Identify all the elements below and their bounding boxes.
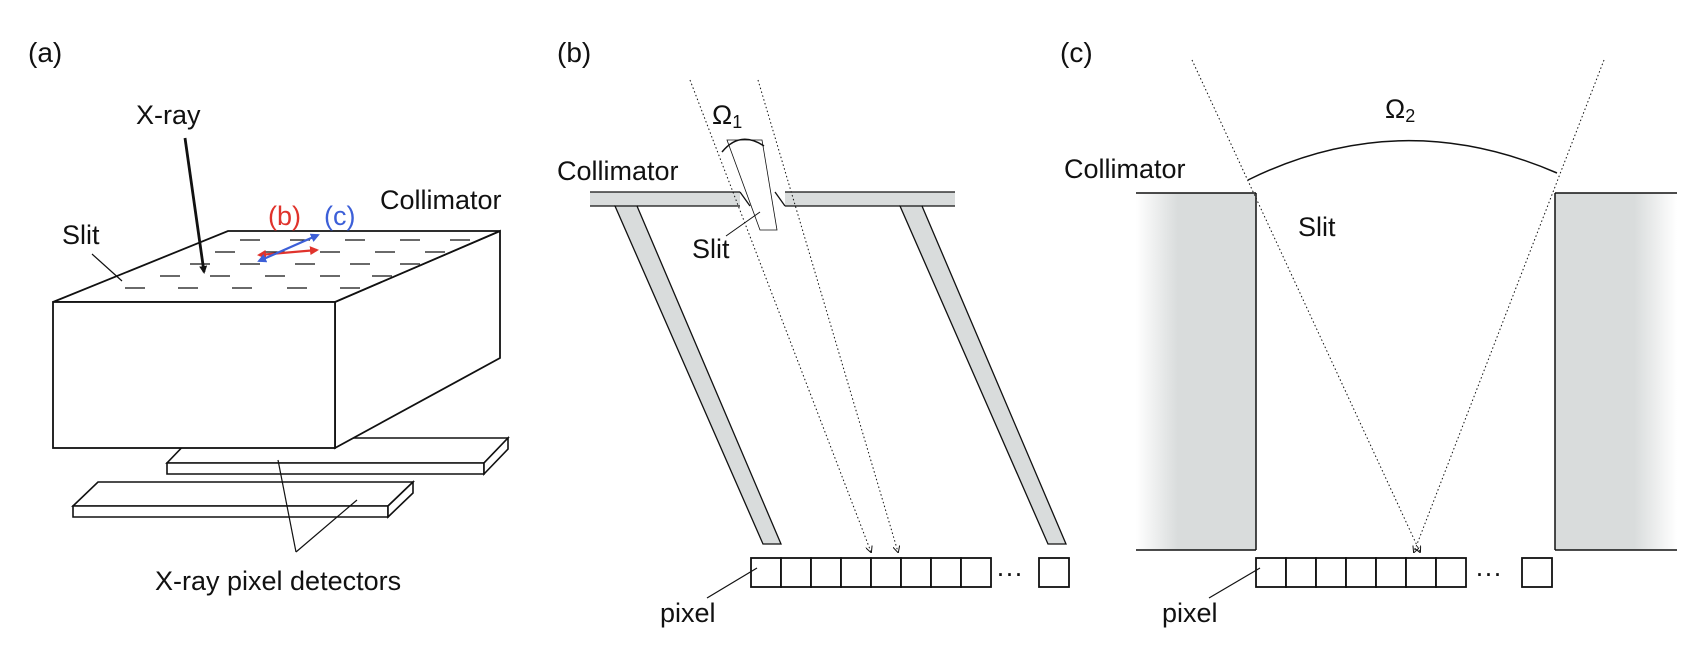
pixel-leader-c [1208, 567, 1261, 599]
pixel-cell [930, 557, 962, 588]
collimator-box [52, 229, 501, 450]
xray-arrow [183, 137, 208, 274]
omega-label-b: Ω1 [712, 100, 742, 132]
pixel-row-c [1255, 557, 1553, 588]
collimator-wall-right-c [1555, 193, 1677, 550]
panel-a: (a) (b) (c) X-r [28, 37, 510, 596]
collimator-label-a: Collimator [380, 185, 502, 215]
pixel-cell [1435, 557, 1467, 588]
panel-c: (c) Ω2 Collimator Slit [1060, 37, 1677, 628]
direction-label-c: (c) [324, 201, 355, 231]
ellipsis-c: ··· [1475, 558, 1502, 588]
pixel-leader-b [706, 567, 758, 599]
pixel-row-b [750, 557, 1070, 588]
slit-label-c: Slit [1298, 212, 1336, 242]
pixel-cell [1521, 557, 1553, 588]
xray-label: X-ray [136, 100, 201, 130]
beam-cone-b [726, 139, 778, 231]
detector-leader-2 [295, 499, 358, 553]
pixel-cell [810, 557, 842, 588]
detector-plate-lower-side [387, 480, 414, 519]
direction-label-b: (b) [268, 201, 301, 231]
pixel-cell [1285, 557, 1317, 588]
pixel-cell [840, 557, 872, 588]
collimator-wall-left-b [614, 205, 782, 545]
collimator-wall-left-c [1136, 193, 1256, 550]
pixel-cell [870, 557, 902, 588]
ray-left-b [689, 79, 871, 552]
pixel-cell [900, 557, 932, 588]
pixel-cell [1315, 557, 1347, 588]
pixel-cell [960, 557, 992, 588]
slit-label-a: Slit [62, 220, 100, 250]
pixel-cell [1255, 557, 1287, 588]
pixel-label-c: pixel [1162, 598, 1218, 628]
solid-angle-arc-c [1247, 139, 1558, 181]
pixel-label-b: pixel [660, 598, 716, 628]
pixel-cell [1345, 557, 1377, 588]
collimator-label-b: Collimator [557, 156, 679, 186]
detector-plates [71, 436, 510, 519]
detector-plate-lower-front [72, 505, 389, 518]
collimator-label-c: Collimator [1064, 154, 1186, 184]
ray-right-b [757, 79, 898, 552]
detector-leader-1 [277, 459, 297, 553]
panel-b-label: (b) [557, 37, 591, 68]
ellipsis-b: ··· [996, 558, 1023, 588]
panel-c-label: (c) [1060, 37, 1093, 68]
pixel-cell [1405, 557, 1437, 588]
detector-plate-lower-top [71, 481, 415, 507]
detector-plate-upper-front [166, 462, 485, 475]
slit-leader-b [725, 211, 761, 237]
pixel-cell [750, 557, 782, 588]
detector-plate-upper-side [483, 436, 509, 476]
pixel-cell [1375, 557, 1407, 588]
omega-label-c: Ω2 [1385, 94, 1415, 126]
solid-angle-arc-b [721, 138, 765, 153]
pixel-cell [1038, 557, 1070, 588]
pixel-cell [780, 557, 812, 588]
collimator-plate-b [590, 191, 955, 207]
slit-leader-a [91, 253, 123, 282]
panel-b: (b) Ω1 Collimator Slit [557, 37, 1070, 628]
direction-arrow-c [257, 233, 320, 263]
slit-label-b: Slit [692, 234, 730, 264]
detectors-label: X-ray pixel detectors [155, 566, 401, 596]
collimator-wall-right-b [899, 205, 1067, 545]
collimator-box-front [52, 301, 336, 449]
panel-a-label: (a) [28, 37, 62, 68]
